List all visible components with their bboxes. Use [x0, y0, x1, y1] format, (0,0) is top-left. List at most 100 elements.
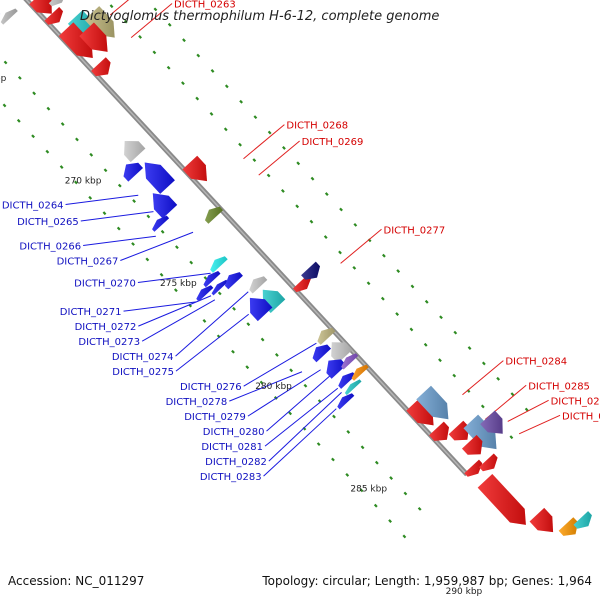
gene-label: DICTH_0274 [112, 352, 174, 363]
tick-mark [509, 435, 514, 440]
gene-feature-shade [344, 379, 362, 396]
tick-mark [359, 488, 364, 493]
gene-feature-shade [152, 215, 170, 232]
tick-mark [152, 50, 157, 55]
label-leader-line [507, 399, 549, 422]
ruler-label: 265 kbp [0, 74, 7, 84]
label-leader-line [247, 369, 321, 417]
label-leader-line [243, 124, 285, 160]
gene-feature-shade [29, 0, 52, 14]
tick-mark [373, 503, 378, 508]
tick-mark [196, 53, 201, 58]
label-leader-line [258, 140, 300, 176]
tick-mark [2, 103, 7, 108]
tick-mark [145, 257, 150, 262]
ruler-label: 285 kbp [350, 484, 387, 494]
gene-feature-shade [351, 364, 369, 381]
gene-feature-shade [44, 7, 63, 25]
tick-mark [380, 296, 385, 301]
tick-mark [246, 322, 251, 327]
gene-label: DICTH_0279 [184, 412, 246, 423]
tick-mark [281, 188, 285, 193]
tick-mark [138, 35, 142, 39]
gene-label: DICTH_0282 [205, 457, 267, 468]
tick-mark [374, 460, 379, 465]
gene-feature-shade [0, 8, 18, 25]
gene-feature-shade [152, 193, 178, 219]
gene-label: DICTH_0285 [528, 381, 590, 392]
gene-label: DICTH_0267 [57, 257, 119, 268]
tick-mark [395, 312, 400, 316]
gene-feature-shade [337, 393, 355, 410]
tick-mark [195, 96, 200, 101]
genome-title: Dictyoglomus thermophilum H-6-12, comple… [80, 9, 440, 24]
tick-mark [224, 84, 229, 89]
gene-label: DICTH_0266 [19, 242, 81, 253]
label-leader-line [138, 295, 212, 327]
tick-mark [153, 7, 158, 12]
ruler-label: 280 kbp [255, 382, 292, 392]
tick-mark [59, 165, 64, 169]
tick-mark [210, 69, 215, 73]
gene-feature-shade [429, 421, 449, 441]
tick-mark [109, 4, 114, 9]
tick-mark [452, 373, 457, 378]
gene-label: DICTH_0271 [60, 307, 122, 318]
tick-mark [331, 457, 335, 462]
gene-feature-shade [573, 511, 592, 529]
tick-mark [182, 38, 186, 43]
gene-feature-shade [205, 206, 223, 224]
tick-mark [232, 306, 236, 311]
tick-mark [453, 330, 458, 335]
label-leader-line [266, 367, 340, 432]
tick-mark [74, 180, 78, 185]
tick-mark [46, 106, 51, 111]
gene-feature-shade [301, 261, 320, 280]
gene-label: DICTH_0272 [75, 322, 137, 333]
gene-feature-shade [79, 22, 108, 52]
tick-mark [266, 173, 271, 178]
tick-mark [289, 368, 294, 373]
tick-mark [410, 284, 415, 289]
tick-mark [88, 195, 93, 200]
tick-mark [132, 199, 136, 203]
gene-labels: DICTH_0262DICTH_0263DICTH_0268DICTH_0269… [2, 0, 600, 483]
tick-mark [167, 22, 172, 27]
tick-mark [245, 365, 250, 370]
label-leader-line [263, 408, 337, 477]
backbone-highlight [25, 0, 467, 475]
gene-feature-shade [211, 279, 229, 296]
gene-label: DICTH_0265 [17, 217, 79, 228]
tick-mark [352, 265, 357, 270]
tick-mark [439, 315, 443, 320]
tick-mark [403, 491, 408, 496]
label-leader-line [123, 301, 197, 312]
tick-mark [303, 383, 308, 388]
tick-mark [345, 472, 350, 477]
gene-feature-shade [464, 459, 483, 477]
gene-feature-shade [338, 372, 356, 389]
tick-mark [510, 392, 515, 397]
gene-feature-shade [479, 453, 498, 472]
gene-label: DICTH_0281 [201, 442, 263, 453]
gene-label: DICTH_0268 [286, 121, 348, 132]
gene-label: DICTH_0269 [302, 137, 364, 148]
gene-feature-shade [463, 414, 497, 450]
tick-mark [31, 134, 35, 139]
tick-mark [217, 291, 222, 296]
tick-mark [382, 253, 386, 258]
gene-feature-shade [416, 385, 449, 420]
tick-mark [231, 349, 235, 354]
tick-mark [288, 411, 293, 416]
gene-feature-shade [477, 474, 526, 525]
accession-text: Accession: NC_011297 [8, 574, 145, 588]
gene-feature-shade [249, 276, 268, 294]
tick-mark [366, 281, 371, 286]
tick-mark [274, 353, 279, 357]
label-leader-line [264, 387, 339, 447]
gene-feature-shade [529, 507, 554, 533]
tick-mark [524, 407, 529, 412]
label-leader-line [65, 194, 139, 206]
